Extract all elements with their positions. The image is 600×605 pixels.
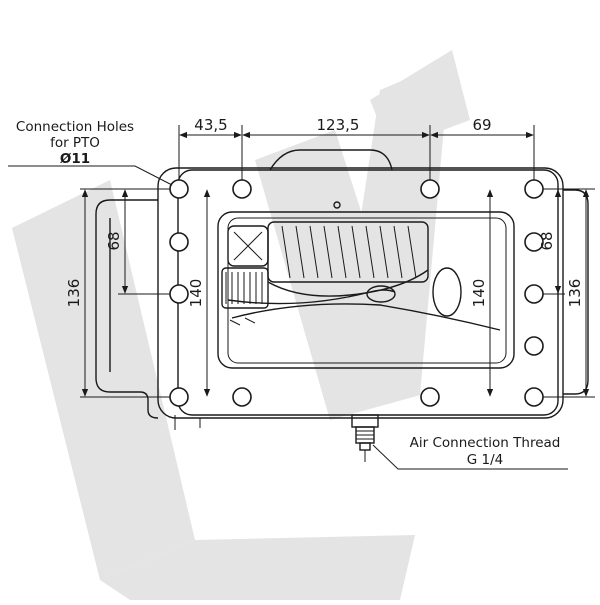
top-dimensions: 43,5 123,5 69 <box>178 116 535 180</box>
connection-holes-label: Connection Holes <box>16 119 134 135</box>
dim-left-outer: 136 <box>65 279 83 308</box>
mounting-holes <box>169 179 544 407</box>
hole <box>524 284 544 304</box>
air-connection-note: Air Connection Thread G 1/4 <box>372 435 568 470</box>
dim-top-middle: 123,5 <box>317 116 360 134</box>
dim-center-left: 140 <box>187 279 205 308</box>
dim-top-right: 69 <box>472 116 491 134</box>
hole <box>232 387 252 407</box>
hole <box>420 387 440 407</box>
hole <box>524 336 544 356</box>
gear-assembly <box>221 201 501 331</box>
hole <box>524 232 544 252</box>
hole <box>524 179 544 199</box>
hole <box>420 179 440 199</box>
inner-window <box>217 211 515 369</box>
connection-holes-note: Connection Holes for PTO Ø11 <box>8 119 173 186</box>
air-connector-fitting <box>351 414 379 462</box>
right-dimensions: 68 136 <box>538 188 595 398</box>
hole <box>169 179 189 199</box>
watermark-logo <box>12 50 470 600</box>
connection-holes-diameter: Ø11 <box>60 151 90 167</box>
hole <box>169 387 189 407</box>
air-connection-thread: G 1/4 <box>467 452 503 468</box>
hole <box>524 387 544 407</box>
dim-center-right: 140 <box>470 279 488 308</box>
air-connection-label: Air Connection Thread <box>410 435 561 451</box>
dim-right-inner: 68 <box>538 231 556 250</box>
dim-top-left: 43,5 <box>194 116 227 134</box>
hole <box>232 179 252 199</box>
left-dimensions: 136 68 <box>65 188 170 398</box>
center-right-dimension: 140 <box>470 189 494 397</box>
dim-left-inner: 68 <box>105 231 123 250</box>
hole <box>169 232 189 252</box>
hole <box>169 284 189 304</box>
center-left-dimension: 140 <box>187 189 211 397</box>
dim-right-outer: 136 <box>566 279 584 308</box>
connection-holes-label: for PTO <box>50 135 100 151</box>
